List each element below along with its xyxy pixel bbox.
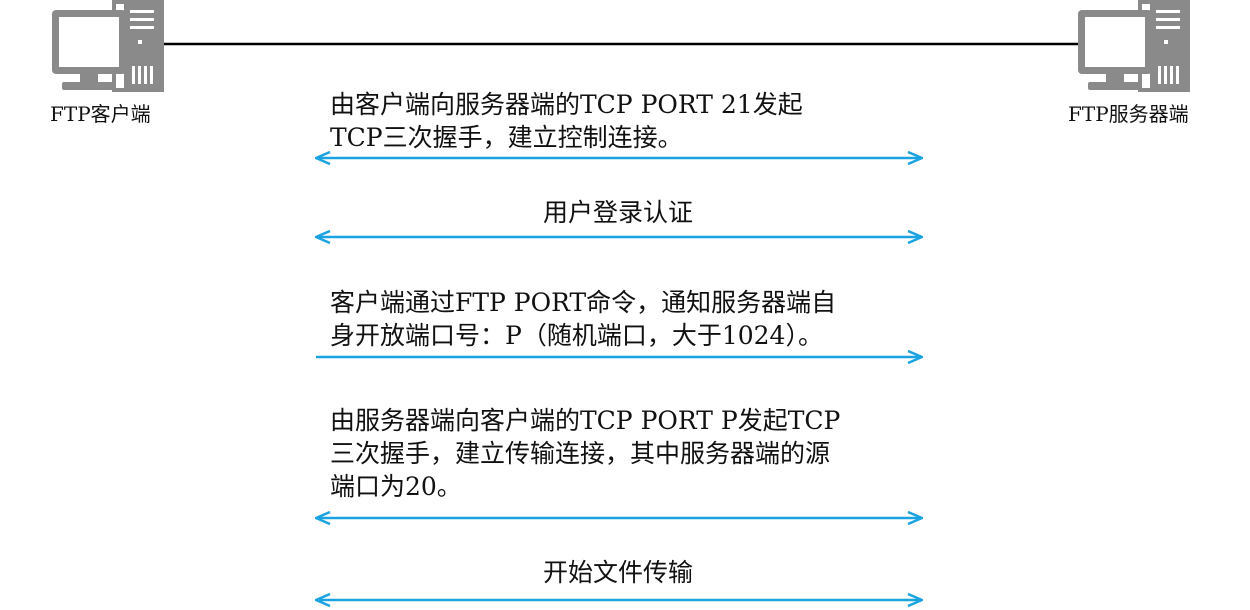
server-label: FTP服务器端 <box>1068 102 1189 126</box>
server-computer-icon <box>1078 0 1190 92</box>
message-file-transfer: 开始文件传输 <box>542 558 693 587</box>
message-data-connection: 由服务器端向客户端的TCP PORT P发起TCP 三次握手，建立传输连接，其中… <box>330 406 841 501</box>
message-port-command: 客户端通过FTP PORT命令，通知服务器端自 身开放端口号：P（随机端口，大于… <box>330 288 837 350</box>
message-login: 用户登录认证 <box>542 198 693 227</box>
client-label: FTP客户端 <box>50 102 151 126</box>
message-control-connection: 由客户端向服务器端的TCP PORT 21发起 TCP三次握手，建立控制连接。 <box>330 90 803 152</box>
client-computer-icon <box>52 0 164 92</box>
message-arrows <box>316 158 922 600</box>
